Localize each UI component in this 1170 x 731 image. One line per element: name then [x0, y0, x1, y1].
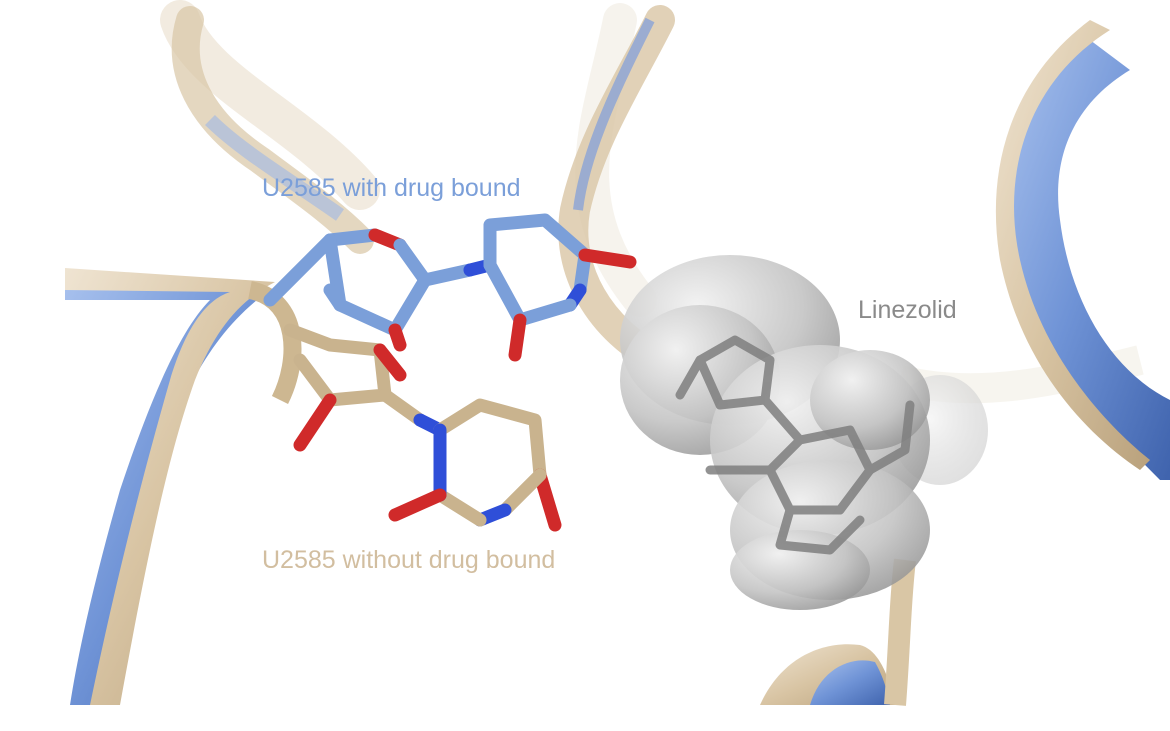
left-ribbon	[65, 268, 302, 705]
label-with-drug-bound: U2585 with drug bound	[262, 174, 521, 202]
center-ribbon	[558, 5, 675, 375]
right-ribbon	[995, 20, 1170, 480]
u2585-with-drug-molecule	[263, 213, 637, 362]
u2585-without-drug-molecule	[283, 323, 562, 532]
top-left-ribbon	[171, 6, 374, 254]
label-without-drug-bound: U2585 without drug bound	[262, 546, 556, 574]
label-linezolid: Linezolid	[858, 296, 957, 324]
linezolid-surface	[620, 255, 988, 610]
